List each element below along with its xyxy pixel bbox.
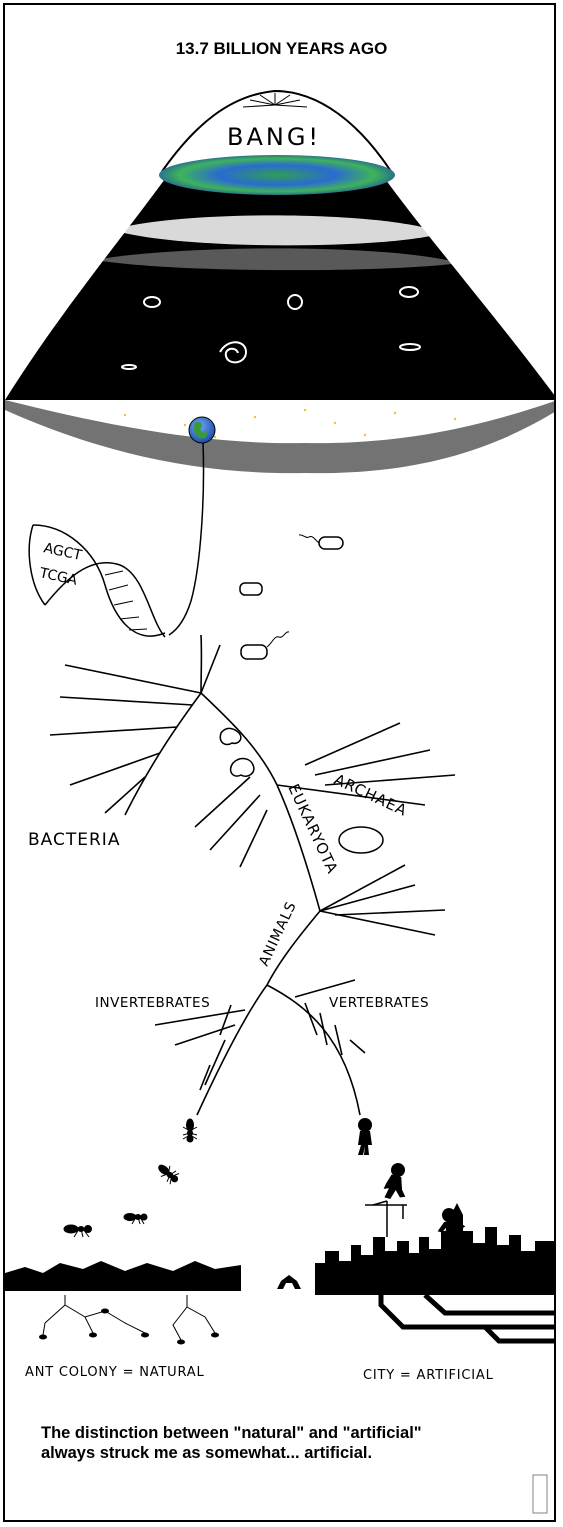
city-skyline-icon bbox=[315, 1200, 554, 1344]
label-eukaryota: EUKARYOTA bbox=[284, 781, 341, 877]
bang-label: BANG! bbox=[227, 123, 321, 151]
dna-bases-bottom: TCGA bbox=[37, 565, 79, 589]
label-city: CITY = ARTIFICIAL bbox=[363, 1368, 494, 1383]
caption-line-1: The distinction between "natural" and "a… bbox=[41, 1424, 422, 1442]
dna-helix-icon bbox=[28, 524, 166, 638]
label-bacteria: BACTERIA bbox=[28, 830, 120, 850]
ant-colony-ground bbox=[5, 1261, 241, 1345]
illustration: BANG! bbox=[5, 89, 554, 1514]
bacteria-icon bbox=[219, 534, 384, 854]
caption-line-2: always struck me as somewhat... artifici… bbox=[41, 1444, 373, 1462]
big-bang-icon: BANG! bbox=[5, 89, 554, 474]
page-title: 13.7 BILLION YEARS AGO bbox=[175, 39, 388, 58]
dna-bases-top: AGCT bbox=[42, 540, 83, 564]
ant-icon bbox=[63, 1118, 198, 1238]
cmb-map bbox=[159, 155, 395, 195]
earth-icon bbox=[188, 416, 216, 444]
label-animals: ANIMALS bbox=[256, 899, 300, 969]
tree-of-life bbox=[49, 634, 456, 1116]
comic-panel: 13.7 BILLION YEARS AGO bbox=[3, 3, 556, 1522]
human-figure-icon bbox=[358, 1118, 466, 1242]
excavator-icon bbox=[277, 1275, 301, 1289]
label-invertebrates: INVERTEBRATES bbox=[95, 995, 210, 1011]
label-archaea: ARCHAEA bbox=[331, 770, 410, 820]
artist-seal-icon bbox=[532, 1474, 548, 1514]
label-ant-colony: ANT COLONY = NATURAL bbox=[25, 1365, 205, 1380]
label-vertebrates: VERTEBRATES bbox=[329, 995, 429, 1011]
caption: The distinction between "natural" and "a… bbox=[41, 1423, 541, 1463]
